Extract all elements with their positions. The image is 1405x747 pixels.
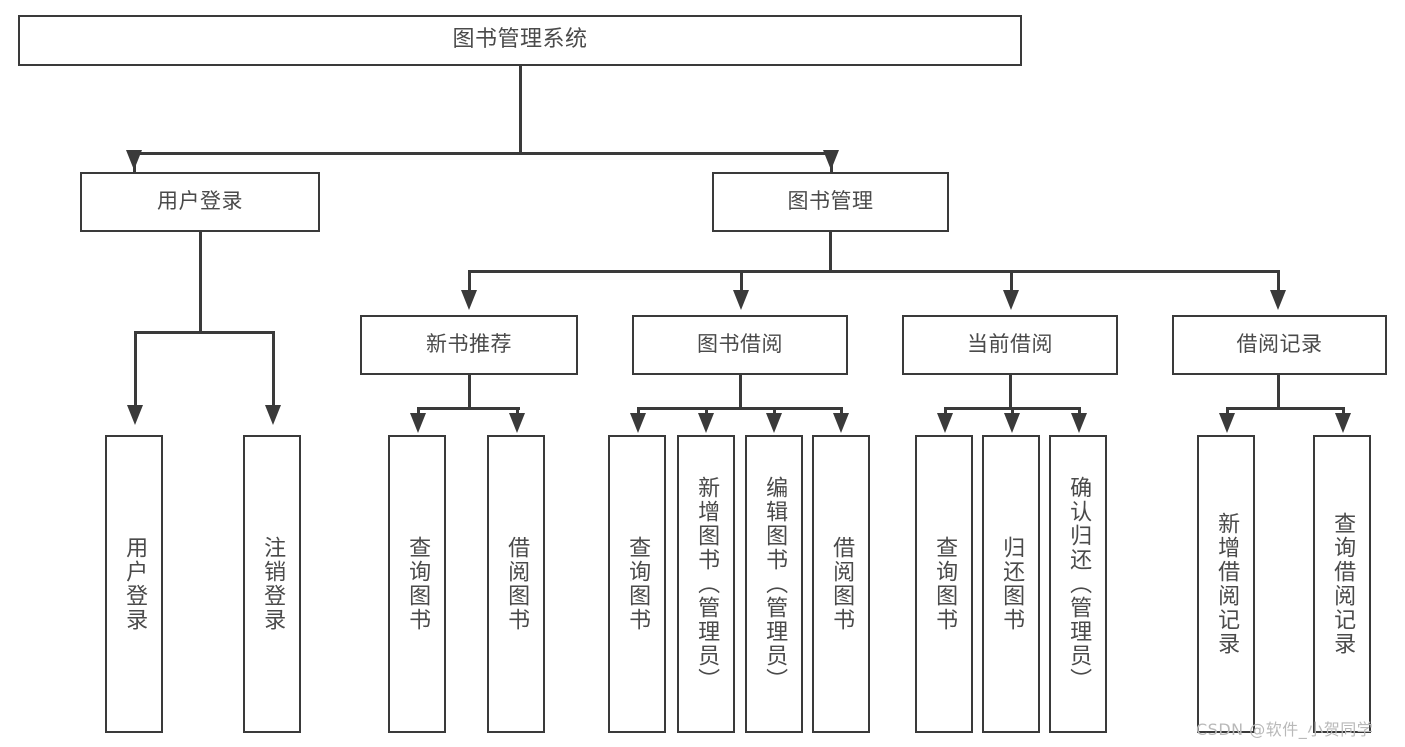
node-label: 确认归还（管理员） — [1066, 476, 1092, 692]
arrow-to-bb-leaf-4 — [833, 413, 849, 433]
connector-bb-drop-3 — [773, 407, 776, 415]
leaf-nbr-query-book[interactable]: 查询图书 — [388, 435, 446, 733]
connector-bm-drop-4 — [1277, 270, 1280, 292]
leaf-bb-add-book-admin[interactable]: 新增图书（管理员） — [677, 435, 735, 733]
connector-bb-stem — [739, 375, 742, 409]
arrow-to-leaf-user-login — [127, 405, 143, 425]
node-label: 新书推荐 — [426, 332, 512, 357]
node-current-borrow[interactable]: 当前借阅 — [902, 315, 1118, 375]
leaf-cb-return-book[interactable]: 归还图书 — [982, 435, 1040, 733]
node-label: 用户登录 — [157, 189, 243, 214]
leaf-cb-query-book[interactable]: 查询图书 — [915, 435, 973, 733]
arrow-to-bb-leaf-1 — [630, 413, 646, 433]
arrow-to-user-login — [126, 150, 142, 170]
leaf-bb-query-book[interactable]: 查询图书 — [608, 435, 666, 733]
connector-nbr-stem — [468, 375, 471, 409]
node-label: 当前借阅 — [967, 332, 1053, 357]
connector-user-login-drop-2 — [272, 331, 275, 411]
node-label: 借阅记录 — [1236, 332, 1323, 357]
arrow-to-br-leaf-2 — [1335, 413, 1351, 433]
arrow-to-cb-leaf-3 — [1071, 413, 1087, 433]
arrow-to-current-borrow — [1003, 290, 1019, 310]
node-label: 注销登录 — [260, 536, 286, 632]
node-label: 图书管理系统 — [452, 27, 588, 53]
node-user-login[interactable]: 用户登录 — [80, 172, 320, 232]
leaf-logout[interactable]: 注销登录 — [243, 435, 301, 733]
csdn-watermark: CSDN @软件_小贺同学 — [1196, 720, 1374, 739]
leaf-nbr-borrow-book[interactable]: 借阅图书 — [487, 435, 545, 733]
node-label: 查询借阅记录 — [1330, 512, 1356, 656]
connector-nbr-drop-2 — [516, 407, 519, 415]
connector-bm-drop-2 — [740, 270, 743, 292]
leaf-user-login[interactable]: 用户登录 — [105, 435, 163, 733]
leaf-bb-borrow-book[interactable]: 借阅图书 — [812, 435, 870, 733]
node-label: 借阅图书 — [829, 536, 855, 632]
connector-bm-drop-1 — [468, 270, 471, 292]
connector-user-login-bus — [134, 331, 274, 334]
arrow-to-book-manage — [823, 150, 839, 170]
arrow-to-nbr-leaf-1 — [410, 413, 426, 433]
node-label: 编辑图书（管理员） — [762, 476, 788, 692]
node-label: 新增借阅记录 — [1214, 512, 1240, 656]
node-book-borrow[interactable]: 图书借阅 — [632, 315, 848, 375]
arrow-to-leaf-logout — [265, 405, 281, 425]
connector-cb-drop-3 — [1078, 407, 1081, 415]
connector-br-bus — [1226, 407, 1344, 410]
arrow-to-bb-leaf-3 — [766, 413, 782, 433]
connector-br-drop-2 — [1342, 407, 1345, 415]
arrow-to-cb-leaf-2 — [1004, 413, 1020, 433]
node-root-system[interactable]: 图书管理系统 — [18, 15, 1022, 66]
connector-bb-bus — [637, 407, 842, 410]
arrow-to-borrow-record — [1270, 290, 1286, 310]
connector-br-stem — [1277, 375, 1280, 409]
node-label: 查询图书 — [932, 536, 958, 632]
connector-root-bus — [133, 152, 832, 155]
arrow-to-book-borrow — [733, 290, 749, 310]
node-label: 查询图书 — [405, 536, 431, 632]
node-label: 查询图书 — [625, 536, 651, 632]
arrow-to-br-leaf-1 — [1219, 413, 1235, 433]
connector-root-stem — [519, 66, 522, 153]
connector-bb-drop-1 — [637, 407, 640, 415]
node-label: 图书借阅 — [697, 332, 783, 357]
connector-user-login-stem — [199, 232, 202, 333]
connector-book-manage-stem — [829, 232, 832, 272]
node-label: 归还图书 — [999, 536, 1025, 632]
connector-bm-drop-3 — [1010, 270, 1013, 292]
leaf-bb-edit-book-admin[interactable]: 编辑图书（管理员） — [745, 435, 803, 733]
connector-book-manage-bus — [468, 270, 1279, 273]
node-new-book-recommend[interactable]: 新书推荐 — [360, 315, 578, 375]
connector-bb-drop-4 — [840, 407, 843, 415]
connector-cb-stem — [1009, 375, 1012, 409]
arrow-to-cb-leaf-1 — [937, 413, 953, 433]
node-label: 借阅图书 — [504, 536, 530, 632]
node-label: 图书管理 — [787, 189, 874, 214]
connector-nbr-drop-1 — [417, 407, 420, 415]
connector-user-login-drop-1 — [134, 331, 137, 411]
leaf-br-add-record[interactable]: 新增借阅记录 — [1197, 435, 1255, 733]
node-label: 用户登录 — [122, 536, 148, 632]
leaf-cb-confirm-return-admin[interactable]: 确认归还（管理员） — [1049, 435, 1107, 733]
connector-nbr-bus — [417, 407, 520, 410]
arrow-to-bb-leaf-2 — [698, 413, 714, 433]
arrow-to-new-book — [461, 290, 477, 310]
leaf-br-query-record[interactable]: 查询借阅记录 — [1313, 435, 1371, 733]
connector-cb-drop-2 — [1011, 407, 1014, 415]
connector-bb-drop-2 — [705, 407, 708, 415]
node-book-manage[interactable]: 图书管理 — [712, 172, 949, 232]
node-borrow-record[interactable]: 借阅记录 — [1172, 315, 1387, 375]
connector-br-drop-1 — [1226, 407, 1229, 415]
arrow-to-nbr-leaf-2 — [509, 413, 525, 433]
connector-cb-drop-1 — [944, 407, 947, 415]
node-label: 新增图书（管理员） — [694, 476, 720, 692]
